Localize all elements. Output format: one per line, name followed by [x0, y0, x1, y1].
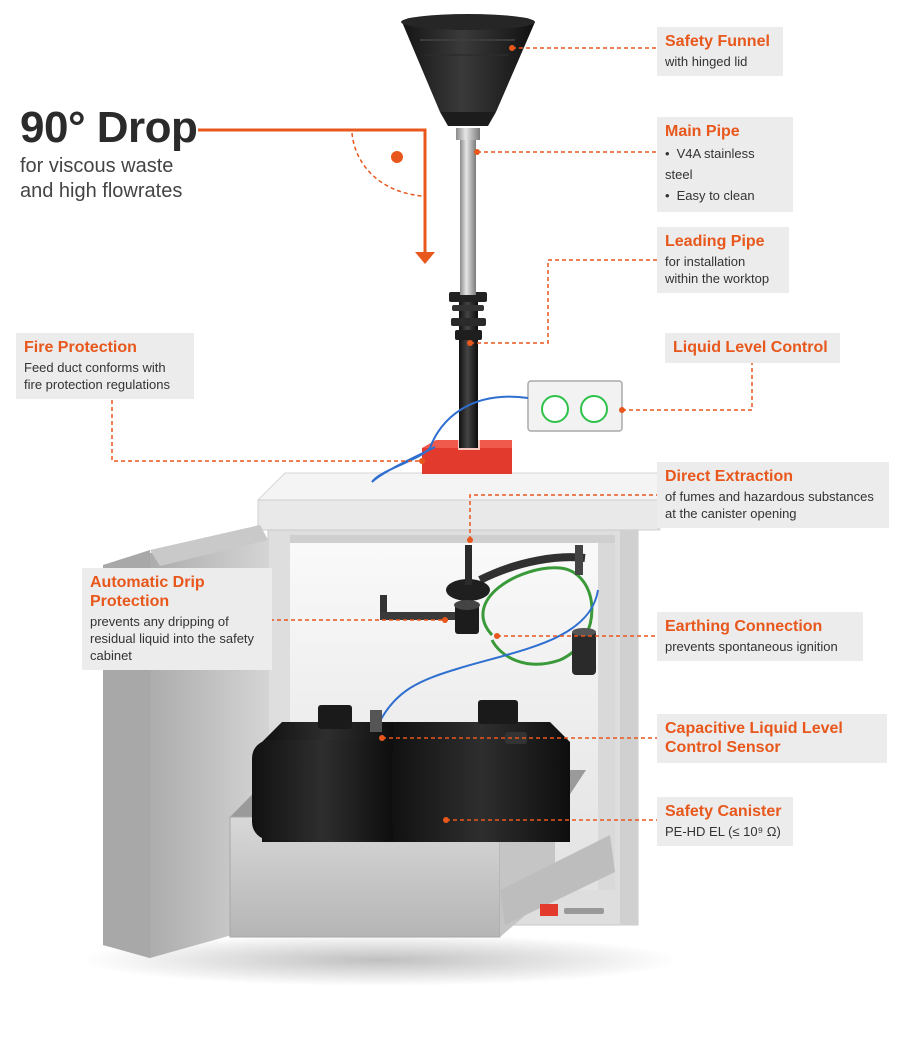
callout-title: Fire Protection — [24, 339, 137, 356]
callout-desc: at the canister opening — [665, 506, 797, 521]
level-control-panel — [527, 380, 623, 432]
callout-safety-funnel: Safety Funnel with hinged lid — [657, 27, 783, 76]
feature-item: V4A stainless steel — [665, 143, 785, 185]
callout-title: Leading Pipe — [665, 233, 765, 250]
callout-liquid-level-control: Liquid Level Control — [665, 333, 840, 363]
floor-shadow — [80, 934, 680, 986]
leader-lines — [111, 47, 753, 821]
callout-earthing-connection: Earthing Connection prevents spontaneous… — [657, 612, 863, 661]
callout-title: Safety Canister — [665, 803, 782, 820]
callout-title: Earthing Connection — [665, 618, 823, 635]
safety-canisters — [252, 700, 570, 842]
drop-arrow — [198, 128, 435, 264]
callout-fire-protection: Fire Protection Feed duct conforms with … — [16, 333, 194, 399]
callout-safety-canister: Safety Canister PE-HD EL (≤ 10⁹ Ω) — [657, 797, 793, 846]
earth-wire — [481, 566, 594, 666]
callout-title: Control Sensor — [665, 739, 781, 756]
callout-leading-pipe: Leading Pipe for installation within the… — [657, 227, 789, 293]
callout-title: Protection — [90, 593, 170, 610]
callout-desc: prevents spontaneous ignition — [665, 639, 838, 654]
headline-subtitle-1: for viscous waste — [20, 155, 174, 177]
callout-desc: PE-HD EL (≤ 10⁹ Ω) — [665, 824, 781, 839]
callout-main-pipe: Main Pipe V4A stainless steel Easy to cl… — [657, 117, 793, 212]
callout-desc: Feed duct conforms with — [24, 360, 166, 375]
earthing-connector — [572, 628, 596, 675]
headline-subtitle-2: and high flowrates — [20, 180, 183, 202]
callout-desc: with hinged lid — [665, 54, 748, 69]
callout-desc: within the worktop — [665, 271, 770, 286]
callout-desc: residual liquid into the safety — [90, 631, 255, 646]
callout-capacitive-sensor: Capacitive Liquid Level Control Sensor — [657, 714, 887, 763]
callout-desc: of fumes and hazardous substances — [665, 489, 874, 504]
leader-dots — [379, 45, 625, 823]
headline-block: 90° Drop for viscous waste and high flow… — [20, 102, 220, 204]
callout-desc: for installation — [665, 254, 746, 269]
callout-title: Capacitive Liquid Level — [665, 720, 843, 737]
sensor-cable — [371, 395, 529, 483]
funnel-assembly — [401, 14, 535, 448]
main-pipe-features: V4A stainless steel Easy to clean — [665, 143, 785, 206]
feature-item: Easy to clean — [665, 185, 785, 206]
callout-title: Direct Extraction — [665, 468, 794, 485]
callout-desc: prevents any dripping of — [90, 614, 229, 629]
callout-title: Automatic Drip — [90, 574, 205, 591]
callout-desc: cabinet — [90, 648, 132, 663]
callout-title: Safety Funnel — [665, 33, 770, 50]
callout-title: Liquid Level Control — [673, 339, 828, 356]
headline-title: 90° Drop — [20, 103, 198, 152]
sensor-cable-lower — [377, 589, 599, 726]
extraction-hood — [446, 545, 586, 601]
callout-direct-extraction: Direct Extraction of fumes and hazardous… — [657, 462, 889, 528]
callout-automatic-drip-protection: Automatic Drip Protection prevents any d… — [82, 568, 272, 670]
callout-desc: fire protection regulations — [24, 377, 170, 392]
drip-protection-arm — [380, 595, 480, 634]
callout-title: Main Pipe — [665, 123, 740, 140]
